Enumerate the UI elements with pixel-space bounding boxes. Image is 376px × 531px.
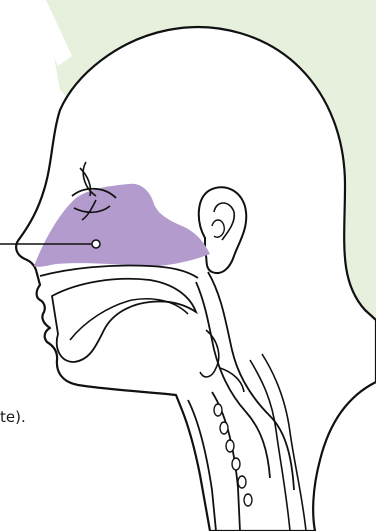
vertebra: [238, 476, 246, 488]
vertebra: [226, 440, 234, 452]
caption-fragment: te).: [0, 408, 26, 426]
vertebra: [244, 494, 252, 506]
vertebra: [232, 458, 240, 470]
callout-dot: [92, 240, 100, 248]
head-outline: [16, 27, 376, 531]
vertebra: [214, 404, 222, 416]
vertebra: [220, 422, 228, 434]
